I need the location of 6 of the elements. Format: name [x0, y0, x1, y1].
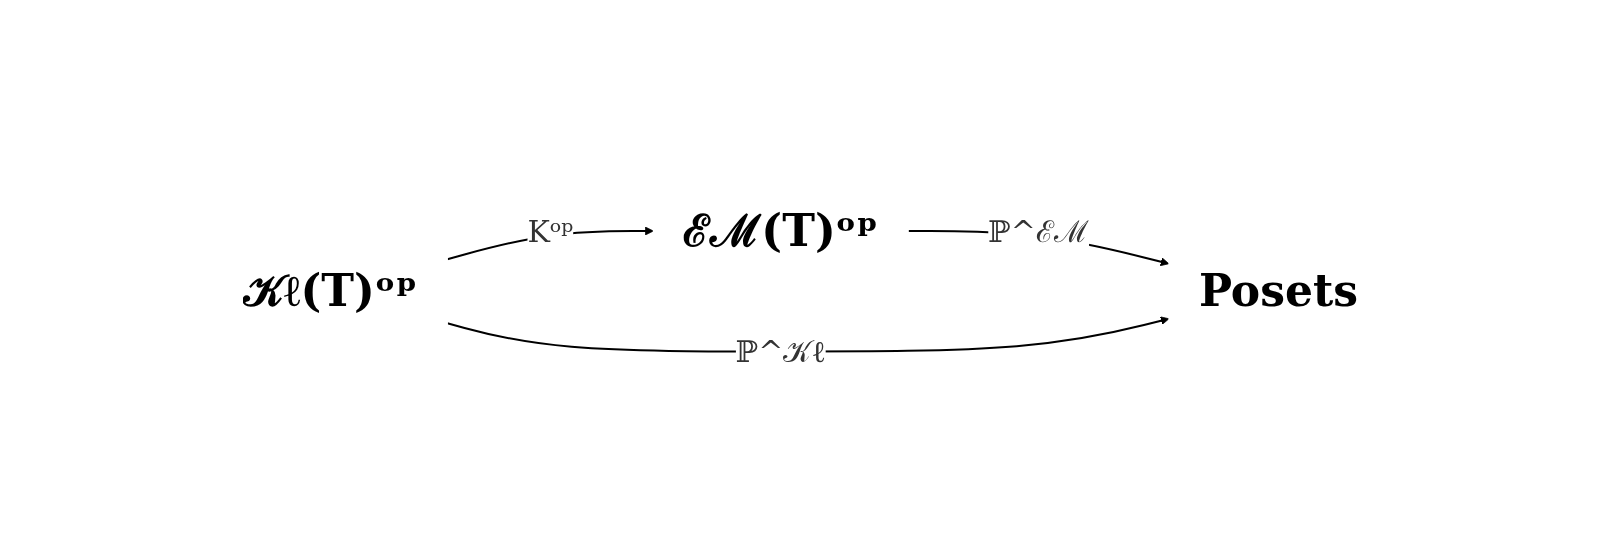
node-text: 𝒦ℓ(T)ᵒᵖ: [243, 264, 418, 316]
node-text: Posets: [1199, 264, 1359, 316]
edge-label: ℙ^𝒦ℓ: [736, 333, 827, 369]
edge-label: Kᵒᵖ: [527, 213, 574, 248]
edge-label: ℙ^ℰℳ: [988, 213, 1090, 248]
node-text: ℰℳ(T)ᵒᵖ: [683, 204, 879, 256]
